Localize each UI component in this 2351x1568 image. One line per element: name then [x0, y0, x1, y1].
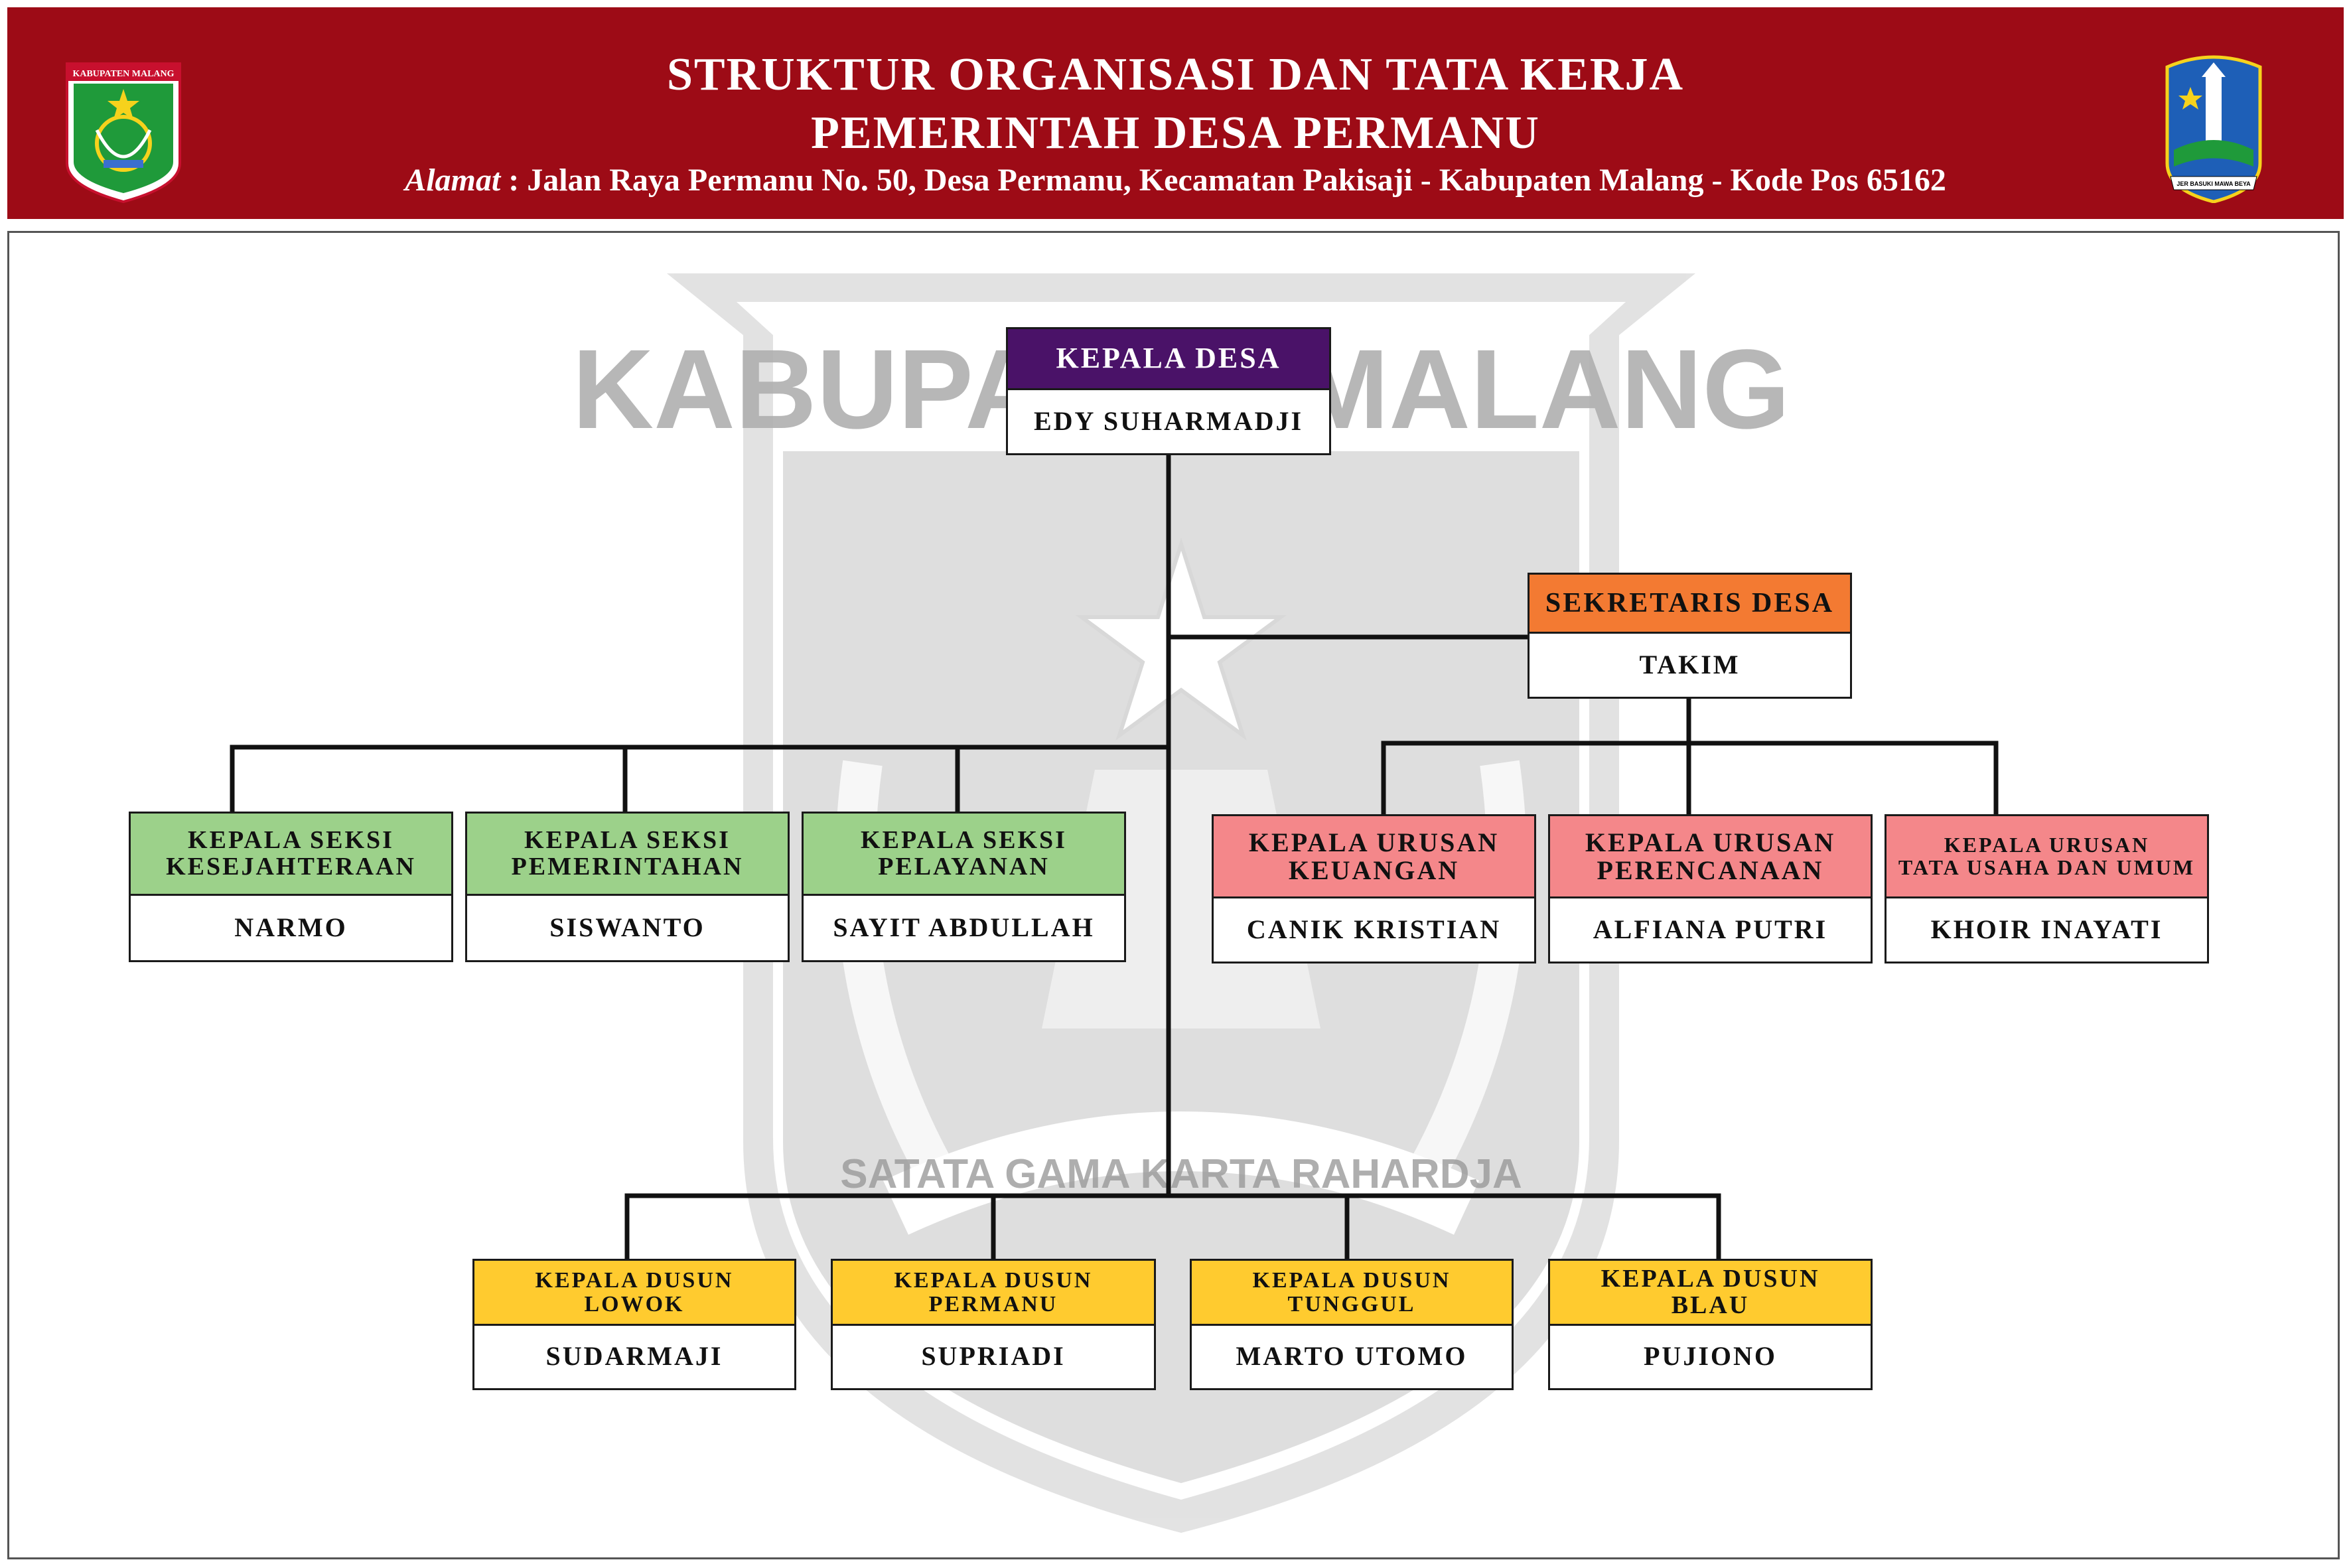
- name-sekretaris-desa: TAKIM: [1639, 649, 1741, 679]
- box-sekretaris-desa: SEKRETARIS DESA TAKIM: [1528, 573, 1852, 699]
- role-line1: KEPALA DUSUN: [894, 1267, 1093, 1293]
- name-dusun-tunggul: MARTO UTOMO: [1236, 1341, 1468, 1371]
- name-urusan-perencanaan: ALFIANA PUTRI: [1593, 914, 1828, 944]
- role-line2: PERMANU: [928, 1291, 1058, 1317]
- name-dusun-blau: PUJIONO: [1644, 1341, 1777, 1371]
- page-subtitle: PEMERINTAH DESA PERMANU: [811, 107, 1540, 159]
- role-line1: KEPALA DUSUN: [535, 1267, 734, 1293]
- page-title: STRUKTUR ORGANISASI DAN TATA KERJA: [666, 49, 1685, 100]
- name-seksi-pelayanan: SAYIT ABDULLAH: [833, 912, 1095, 942]
- role-seksi-pemerintahan: KEPALA SEKSI PEMERINTAHAN: [467, 814, 788, 896]
- role-kepala-desa: KEPALA DESA: [1008, 329, 1329, 390]
- box-seksi-pelayanan: KEPALA SEKSI PELAYANAN SAYIT ABDULLAH: [802, 812, 1126, 962]
- role-line1: KEPALA DUSUN: [1601, 1264, 1820, 1293]
- name-seksi-kesejahteraan: NARMO: [234, 912, 348, 942]
- box-dusun-permanu: KEPALA DUSUN PERMANU SUPRIADI: [831, 1259, 1156, 1390]
- name-kepala-desa: EDY SUHARMADJI: [1033, 405, 1304, 436]
- role-line2: TUNGGUL: [1287, 1291, 1416, 1317]
- box-urusan-keuangan: KEPALA URUSAN KEUANGAN CANIK KRISTIAN: [1212, 814, 1536, 963]
- box-urusan-perencanaan: KEPALA URUSAN PERENCANAAN ALFIANA PUTRI: [1548, 814, 1873, 963]
- box-dusun-lowok: KEPALA DUSUN LOWOK SUDARMAJI: [472, 1259, 796, 1390]
- role-sekretaris-desa: SEKRETARIS DESA: [1530, 575, 1850, 634]
- logo-left-text: KABUPATEN MALANG: [72, 69, 174, 79]
- box-seksi-pemerintahan: KEPALA SEKSI PEMERINTAHAN SISWANTO: [465, 812, 790, 962]
- box-dusun-tunggul: KEPALA DUSUN TUNGGUL MARTO UTOMO: [1190, 1259, 1514, 1390]
- role-urusan-perencanaan: KEPALA URUSAN PERENCANAAN: [1550, 816, 1871, 898]
- box-urusan-tata-usaha: KEPALA URUSAN TATA USAHA DAN UMUM KHOIR …: [1885, 814, 2209, 963]
- role-dusun-permanu: KEPALA DUSUN PERMANU: [833, 1261, 1154, 1326]
- name-dusun-permanu: SUPRIADI: [921, 1341, 1066, 1371]
- role-urusan-tata-usaha: KEPALA URUSAN TATA USAHA DAN UMUM: [1887, 816, 2207, 898]
- box-seksi-kesejahteraan: KEPALA SEKSI KESEJAHTERAAN NARMO: [129, 812, 453, 962]
- role-line2: LOWOK: [584, 1291, 685, 1317]
- kabupaten-malang-crest-icon: KABUPATEN MALANG: [66, 62, 181, 203]
- role-line2: PELAYANAN: [878, 852, 1050, 881]
- address-line: Alamat : Jalan Raya Permanu No. 50, Desa…: [7, 162, 2344, 198]
- name-seksi-pemerintahan: SISWANTO: [549, 912, 705, 942]
- name-urusan-tata-usaha: KHOIR INAYATI: [1930, 914, 2163, 944]
- role-dusun-blau: KEPALA DUSUN BLAU: [1550, 1261, 1871, 1326]
- watermark-motto: SATATA GAMA KARTA RAHARDJA: [840, 1151, 1522, 1197]
- role-line2: PEMERINTAHAN: [511, 852, 744, 881]
- role-line2: TATA USAHA DAN UMUM: [1898, 855, 2196, 879]
- role-dusun-lowok: KEPALA DUSUN LOWOK: [474, 1261, 794, 1326]
- role-line1: KEPALA DUSUN: [1252, 1267, 1451, 1293]
- role-line2: KESEJAHTERAAN: [166, 852, 416, 881]
- role-line2: PERENCANAAN: [1597, 855, 1824, 885]
- role-urusan-keuangan: KEPALA URUSAN KEUANGAN: [1214, 816, 1534, 898]
- role-line1: KEPALA SEKSI: [188, 825, 394, 854]
- role-dusun-tunggul: KEPALA DUSUN TUNGGUL: [1192, 1261, 1512, 1326]
- header-banner: KABUPATEN MALANG STRUKTUR ORGANISASI DAN…: [7, 7, 2344, 219]
- role-seksi-kesejahteraan: KEPALA SEKSI KESEJAHTERAAN: [131, 814, 451, 896]
- address-label: Alamat: [405, 163, 501, 198]
- role-line2: KEUANGAN: [1288, 855, 1460, 885]
- role-line1: KEPALA URUSAN: [1248, 827, 1500, 857]
- name-dusun-lowok: SUDARMAJI: [545, 1341, 723, 1371]
- name-urusan-keuangan: CANIK KRISTIAN: [1246, 914, 1502, 944]
- role-line2: BLAU: [1671, 1291, 1750, 1319]
- role-seksi-pelayanan: KEPALA SEKSI PELAYANAN: [804, 814, 1124, 896]
- logo-right-text: JER BASUKI MAWA BEYA: [2176, 180, 2251, 187]
- box-kepala-desa: KEPALA DESA EDY SUHARMADJI: [1006, 327, 1331, 455]
- role-line1: KEPALA SEKSI: [524, 825, 731, 854]
- role-line1: KEPALA URUSAN: [1585, 827, 1836, 857]
- address-text: : Jalan Raya Permanu No. 50, Desa Perman…: [500, 163, 1946, 198]
- east-java-crest-icon: JER BASUKI MAWA BEYA: [2165, 55, 2262, 203]
- box-dusun-blau: KEPALA DUSUN BLAU PUJIONO: [1548, 1259, 1873, 1390]
- role-line1: KEPALA URUSAN: [1944, 832, 2150, 857]
- role-line1: KEPALA SEKSI: [861, 825, 1067, 854]
